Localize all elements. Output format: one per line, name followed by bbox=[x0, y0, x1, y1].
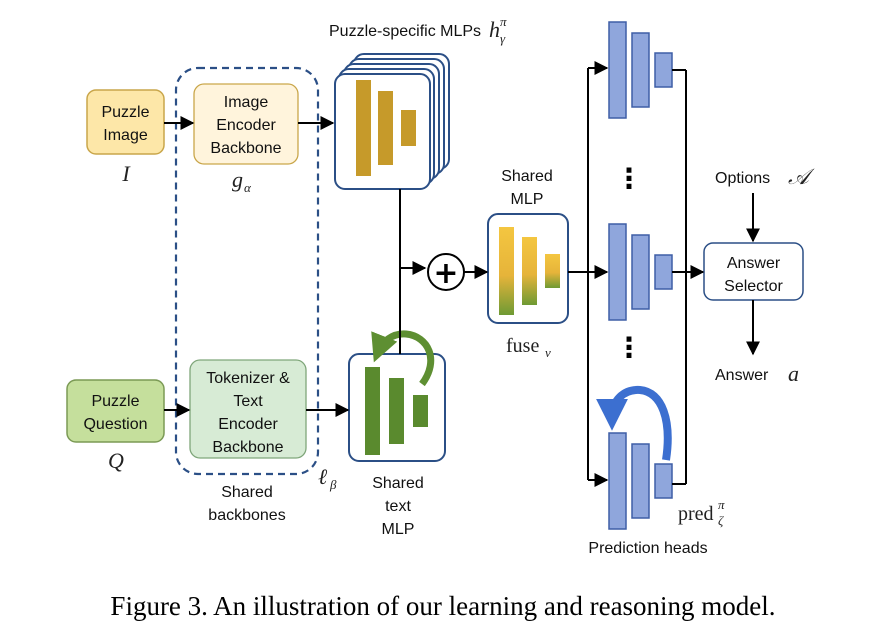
plus-operator: + bbox=[427, 253, 465, 291]
symbol-h-base: h bbox=[489, 17, 500, 42]
text-encoder-label-1: Tokenizer & bbox=[206, 370, 290, 387]
prediction-head-2 bbox=[608, 223, 673, 321]
symbol-g-sub: α bbox=[244, 180, 252, 195]
puzzle-image-box: Puzzle Image bbox=[86, 89, 165, 155]
image-encoder-label-2: Encoder bbox=[216, 117, 276, 134]
image-encoder-label-3: Backbone bbox=[210, 140, 281, 157]
answer-selector-label-1: Answer bbox=[727, 255, 781, 272]
text-mlp-recurrence-arrow bbox=[371, 330, 435, 387]
text-mlp-bar-2 bbox=[389, 378, 404, 444]
shared-backbones-dashed-box bbox=[174, 66, 320, 476]
vertical-dots-2: ⋮ bbox=[615, 331, 643, 364]
prediction-head-recurrence-arrow bbox=[596, 385, 672, 461]
image-encoder-label-1: Image bbox=[224, 94, 269, 111]
shared-text-mlp-label-2: text bbox=[385, 498, 411, 515]
figure-caption: Figure 3. An illustration of our learnin… bbox=[110, 591, 775, 621]
puzzle-specific-mlps-stack bbox=[334, 53, 450, 190]
puzzle-question-box: Puzzle Question bbox=[66, 379, 165, 443]
symbol-g-alpha: g α bbox=[232, 167, 252, 195]
symbol-pred: pred π ζ bbox=[678, 497, 725, 528]
text-encoder-label-3: Encoder bbox=[218, 416, 278, 433]
symbol-g: g bbox=[232, 167, 243, 192]
symbol-fuse-base: fuse bbox=[506, 335, 539, 357]
prediction-head-1 bbox=[608, 21, 673, 119]
puzzle-question-label-2: Question bbox=[83, 416, 147, 433]
symbol-l: ℓ bbox=[318, 464, 328, 489]
text-encoder-label-2: Text bbox=[233, 393, 263, 410]
symbol-A: 𝒜 bbox=[788, 164, 815, 189]
connectors bbox=[164, 61, 760, 487]
fuse-bar-3 bbox=[545, 254, 560, 288]
shared-mlp-box bbox=[487, 213, 569, 324]
fuse-bar-1 bbox=[499, 227, 514, 315]
answer-selector-box: Answer Selector bbox=[703, 242, 804, 301]
shared-backbones-label-1: Shared bbox=[221, 484, 273, 501]
fuse-bar-2 bbox=[522, 237, 537, 305]
symbol-l-sub: β bbox=[329, 477, 337, 492]
symbol-a: a bbox=[788, 361, 799, 386]
symbol-fuse: fuse ν bbox=[506, 335, 551, 360]
mlp-bar-2 bbox=[378, 91, 393, 165]
puzzle-question-label-1: Puzzle bbox=[91, 393, 139, 410]
symbol-h: h π γ bbox=[489, 14, 507, 46]
puzzle-specific-mlps-label: Puzzle-specific MLPs bbox=[329, 23, 481, 40]
symbol-h-sup: π bbox=[500, 14, 507, 29]
mlp-bar-3 bbox=[401, 110, 416, 146]
symbol-h-sub: γ bbox=[500, 31, 506, 46]
shared-mlp-label-2: MLP bbox=[511, 191, 544, 208]
symbol-Q: Q bbox=[108, 448, 124, 473]
symbol-pred-sub: ζ bbox=[718, 513, 724, 528]
symbol-pred-sup: π bbox=[718, 497, 725, 512]
prediction-heads-label: Prediction heads bbox=[588, 540, 707, 557]
mlp-bar-1 bbox=[356, 80, 371, 176]
text-mlp-bar-3 bbox=[413, 395, 428, 427]
shared-mlp-label-1: Shared bbox=[501, 168, 553, 185]
answer-selector-label-2: Selector bbox=[724, 278, 783, 295]
text-mlp-bar-1 bbox=[365, 367, 380, 455]
text-encoder-label-4: Backbone bbox=[212, 439, 283, 456]
image-encoder-box: Image Encoder Backbone bbox=[193, 83, 299, 165]
shared-backbones-label-2: backbones bbox=[208, 507, 285, 524]
symbol-pred-base: pred bbox=[678, 503, 714, 525]
answer-label: Answer bbox=[715, 367, 769, 384]
symbol-I: I bbox=[121, 161, 131, 186]
plus-sign: + bbox=[433, 256, 458, 291]
symbol-l-beta: ℓ β bbox=[318, 464, 337, 492]
shared-text-mlp-label-3: MLP bbox=[382, 521, 415, 538]
puzzle-image-label-2: Image bbox=[103, 127, 148, 144]
symbol-fuse-sub: ν bbox=[545, 345, 551, 360]
puzzle-image-label-1: Puzzle bbox=[101, 104, 149, 121]
vertical-dots-1: ⋮ bbox=[615, 162, 643, 195]
prediction-head-3 bbox=[608, 432, 673, 530]
options-label: Options bbox=[715, 170, 770, 187]
shared-text-mlp-label-1: Shared bbox=[372, 475, 424, 492]
text-encoder-box: Tokenizer & Text Encoder Backbone bbox=[189, 359, 307, 459]
